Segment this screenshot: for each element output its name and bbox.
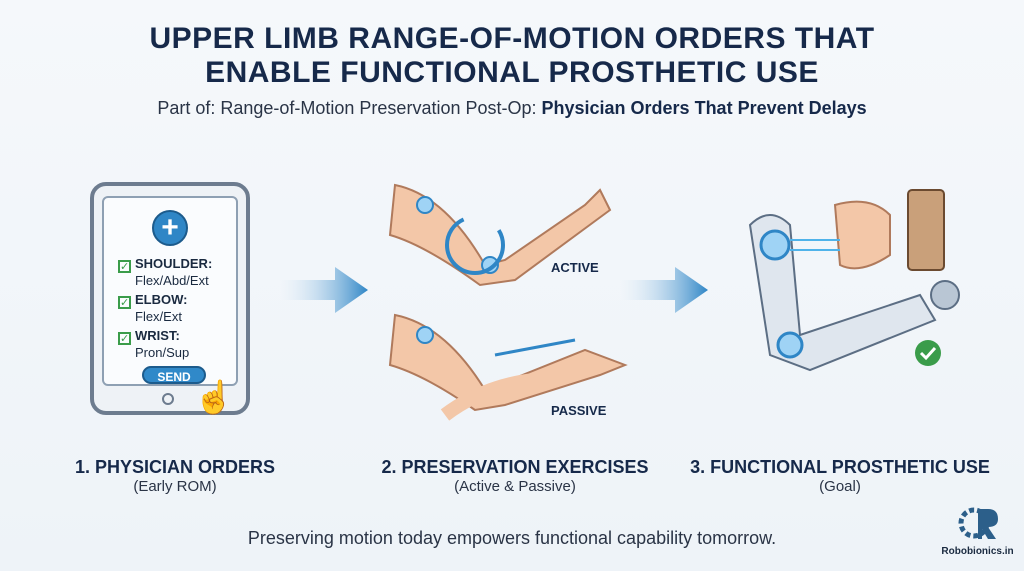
exercise-illustration bbox=[388, 183, 628, 421]
subtitle: Part of: Range-of-Motion Preservation Po… bbox=[0, 98, 1024, 119]
success-check-icon bbox=[915, 340, 941, 366]
check-mark bbox=[919, 346, 937, 361]
checkbox-icon: ✓ bbox=[118, 260, 131, 273]
step-title: 1. PHYSICIAN ORDERS bbox=[74, 457, 276, 477]
prosthetic-hand bbox=[930, 280, 960, 310]
step-subtitle: (Goal) bbox=[819, 478, 861, 495]
prosthetic-arm bbox=[748, 214, 937, 372]
logo-text: Robobionics.in bbox=[941, 546, 1014, 557]
page-title-line2: ENABLE FUNCTIONAL PROSTHETIC USE bbox=[205, 56, 819, 89]
robobionics-logo-icon bbox=[958, 507, 998, 539]
neural-link-icon bbox=[790, 239, 840, 251]
subtitle-prefix: Part of: Range-of-Motion Preservation Po… bbox=[157, 98, 542, 118]
residual-limb bbox=[833, 200, 891, 270]
step-subtitle: (Active & Passive) bbox=[454, 478, 576, 495]
step-2: 2. PRESERVATION EXERCISES(Active & Passi… bbox=[350, 457, 680, 495]
tablet-screen: + ✓SHOULDER:Flex/Abd/Ext ✓ELBOW:Flex/Ext… bbox=[102, 196, 238, 386]
active-label: ACTIVE bbox=[551, 260, 599, 275]
step-1: 1. PHYSICIAN ORDERS(Early ROM) bbox=[40, 457, 310, 495]
order-item-wrist: ✓WRIST:Pron/Sup bbox=[118, 328, 190, 360]
home-button bbox=[162, 393, 174, 405]
order-item-shoulder: ✓SHOULDER:Flex/Abd/Ext bbox=[118, 256, 213, 288]
checkbox-icon: ✓ bbox=[118, 296, 131, 309]
arrow-right-icon bbox=[620, 267, 708, 313]
step-title: 2. PRESERVATION EXERCISES bbox=[381, 457, 649, 477]
prosthetic-arm-illustration bbox=[748, 189, 960, 372]
subtitle-bold: Physician Orders That Prevent Delays bbox=[541, 98, 867, 118]
step-3: 3. FUNCTIONAL PROSTHETIC USE(Goal) bbox=[680, 457, 1000, 495]
checkbox-icon: ✓ bbox=[118, 332, 131, 345]
coffee-cup-icon bbox=[907, 189, 945, 271]
shoulder-joint-icon bbox=[416, 326, 434, 344]
arrow-right-icon bbox=[280, 267, 368, 313]
therapist-hand bbox=[440, 373, 536, 421]
shoulder-joint-icon bbox=[416, 196, 434, 214]
passive-label: PASSIVE bbox=[551, 403, 607, 418]
tagline: Preserving motion today empowers functio… bbox=[247, 528, 777, 548]
step-subtitle: (Early ROM) bbox=[133, 478, 217, 495]
send-button[interactable]: SEND bbox=[142, 366, 206, 384]
logo: Robobionics.in bbox=[935, 505, 1020, 557]
step-title: 3. FUNCTIONAL PROSTHETIC USE bbox=[690, 457, 990, 477]
pointing-hand-icon: ☝ bbox=[194, 379, 234, 415]
motion-arrow-icon bbox=[494, 338, 576, 357]
order-item-elbow: ✓ELBOW:Flex/Ext bbox=[118, 292, 188, 324]
medical-cross-icon: + bbox=[152, 210, 188, 246]
elbow-joint-icon bbox=[776, 331, 804, 359]
shoulder-joint-icon bbox=[759, 229, 791, 261]
page-title-line1: UPPER LIMB RANGE-OF-MOTION ORDERS THAT bbox=[149, 22, 875, 55]
rotation-arrow-icon bbox=[445, 215, 505, 275]
tablet-illustration: + ✓SHOULDER:Flex/Abd/Ext ✓ELBOW:Flex/Ext… bbox=[90, 182, 250, 415]
